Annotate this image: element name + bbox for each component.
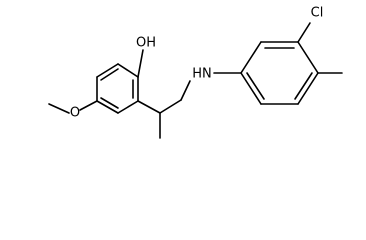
chlorine-label: Cl: [311, 6, 324, 21]
ethyl-bridge: [137, 80, 191, 139]
double-bond-inner: [246, 72, 265, 100]
bond: [297, 41, 319, 74]
bond: [137, 100, 161, 114]
bond: [96, 100, 119, 114]
bond: [297, 72, 319, 105]
bond: [137, 49, 144, 78]
bond: [117, 63, 139, 78]
bond: [117, 100, 139, 114]
chemical-structure-diagram: OH O HN Cl: [48, 6, 343, 139]
methoxyphenol-ring: [96, 63, 139, 114]
bond: [48, 103, 70, 114]
chloro-group: Cl: [297, 6, 324, 43]
hydroxyl-group: OH: [136, 36, 156, 78]
bond: [240, 72, 262, 105]
chloromethylphenyl-ring: [240, 41, 319, 105]
methoxy-oxygen-label: O: [70, 106, 80, 121]
double-bond-inner: [294, 72, 313, 100]
bond: [297, 22, 311, 43]
bond: [180, 80, 191, 101]
bond: [79, 100, 98, 111]
double-bond-inner: [100, 97, 119, 109]
amine-label: HN: [192, 67, 212, 82]
bond: [240, 41, 262, 74]
hydroxyl-label: OH: [136, 36, 156, 51]
methoxy-group: O: [48, 100, 98, 121]
double-bond-inner: [100, 68, 119, 81]
amine-group: HN: [192, 67, 242, 82]
bond: [96, 63, 119, 78]
bond: [159, 99, 182, 114]
